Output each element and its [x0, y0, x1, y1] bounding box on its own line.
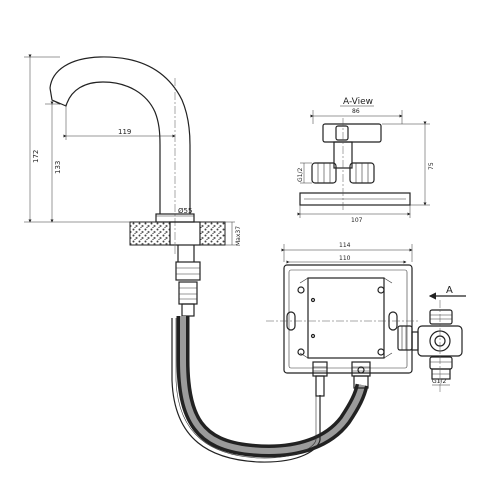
- dim-side-thread: G1/2: [432, 378, 446, 385]
- screw-icon: [377, 348, 385, 356]
- view-arrow-label: A: [446, 285, 453, 296]
- dim-box-outer-width: 114: [339, 242, 351, 249]
- faucet-dimensions: 172 133 119 Ø55 Max37: [24, 54, 242, 246]
- deck-left: [129, 221, 171, 246]
- box-housing: [283, 264, 413, 374]
- dim-base-diameter: Ø55: [178, 207, 192, 215]
- sensor-plug: [312, 361, 328, 377]
- deck-right: [199, 221, 226, 246]
- box-outlet-fitting: [397, 325, 413, 351]
- dim-view-base-width: 107: [351, 217, 363, 224]
- view-top-cap: [322, 123, 382, 143]
- sensor-cable: [171, 318, 321, 463]
- hose-ferrule: [181, 303, 195, 317]
- hose-outlet-fitting: [351, 361, 371, 377]
- a-view-title: A-View: [343, 97, 373, 107]
- dim-spout-height: 133: [54, 161, 62, 174]
- dim-view-thread: G1/2: [297, 168, 304, 182]
- dim-view-top-width: 86: [352, 108, 360, 115]
- faucet-elevation: [49, 56, 195, 255]
- box-inner-panel: [307, 277, 385, 359]
- mounting-nut: [175, 261, 201, 281]
- inlet-nut-bottom: [429, 356, 453, 370]
- screw-icon: [297, 348, 305, 356]
- dim-box-inner-width: 110: [339, 255, 351, 262]
- dim-spout-reach: 119: [118, 128, 131, 136]
- spout-nozzle: [49, 87, 68, 107]
- side-inlet: A G1/2: [411, 285, 466, 392]
- screw-icon: [377, 286, 385, 294]
- hose-connector-upper: [178, 281, 198, 305]
- inlet-nut-top: [429, 309, 453, 325]
- view-base-plate: [299, 192, 411, 206]
- under-deck-fittings: [175, 245, 201, 317]
- dim-deck-thickness: Max37: [235, 226, 242, 246]
- deck-section: [129, 221, 226, 246]
- a-view-section: A-View 86 G1/2 75: [297, 97, 435, 224]
- dim-view-height: 75: [428, 162, 435, 170]
- spout-inner-curve: [66, 81, 161, 214]
- mounting-shank: [169, 221, 201, 246]
- control-box: 114 110: [266, 242, 420, 397]
- screw-icon: [297, 286, 305, 294]
- spout-outer-curve: [49, 56, 191, 214]
- dim-faucet-height: 172: [32, 150, 40, 163]
